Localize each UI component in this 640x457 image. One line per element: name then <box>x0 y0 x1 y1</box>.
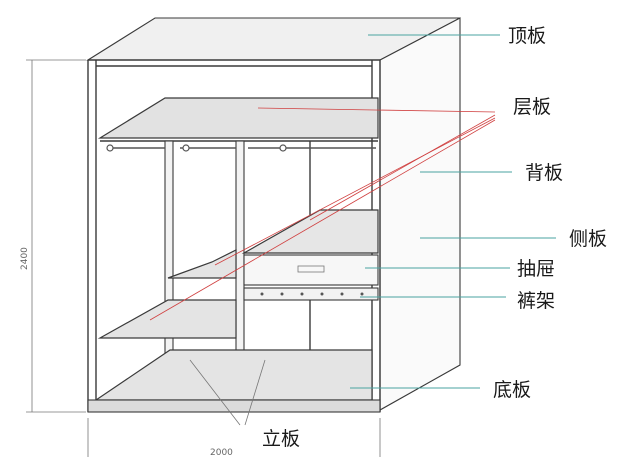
label-back-panel: 背板 <box>525 162 563 184</box>
label-side-panel: 侧板 <box>569 228 607 250</box>
drawer-top-shelf <box>241 209 379 254</box>
lower-left-shelf <box>97 299 237 339</box>
label-shelf: 层板 <box>513 96 551 118</box>
label-bottom-panel: 底板 <box>493 379 531 401</box>
height-dimension: 2400 <box>20 59 86 413</box>
width-dimension-label: 2000 <box>210 448 233 457</box>
bottom-plinth <box>87 399 381 413</box>
front-frame <box>87 59 381 412</box>
upper-shelf <box>97 97 379 139</box>
label-drawer: 抽屉 <box>517 258 555 280</box>
leader-lines <box>149 34 556 426</box>
label-top-panel: 顶板 <box>508 25 546 47</box>
height-dimension-label: 2400 <box>20 247 30 270</box>
middle-shelf <box>167 249 237 279</box>
label-pants-rack: 裤架 <box>517 290 555 312</box>
drawer <box>243 254 379 286</box>
pants-rack <box>243 287 379 301</box>
hanging-rods <box>106 144 376 152</box>
side-panel <box>379 17 461 411</box>
width-dimension: 2000 <box>87 418 381 457</box>
label-divider: 立板 <box>262 428 300 450</box>
labels: 顶板 层板 背板 侧板 抽屉 裤架 底板 立板 <box>262 25 607 450</box>
bottom-panel <box>94 349 373 401</box>
